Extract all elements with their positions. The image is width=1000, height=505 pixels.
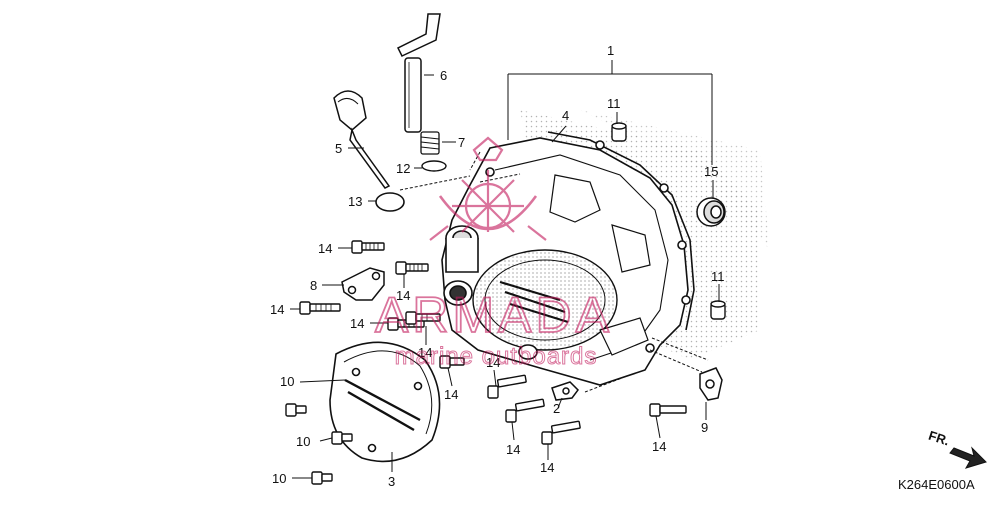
- watermark-logo: ARMADA marine outboards: [374, 136, 613, 371]
- callout-11-b: 11: [711, 269, 725, 284]
- direction-arrow-icon: FR.: [927, 428, 987, 469]
- callout-14-f: 14: [444, 387, 458, 402]
- callout-10-c: 10: [272, 471, 286, 486]
- bolt-icon: [405, 311, 441, 325]
- callout-13: 13: [348, 194, 362, 209]
- o-ring-part-13: [375, 192, 405, 212]
- callout-10-a: 10: [280, 374, 294, 389]
- diagram-code: K264E0600A: [898, 477, 975, 492]
- bracket-part-8: [341, 267, 385, 301]
- bolt-icon: [387, 317, 425, 331]
- fitting-part-9: [699, 367, 723, 401]
- dowel-pin-part-11-a: [611, 122, 627, 142]
- callout-8: 8: [310, 278, 317, 293]
- callout-14-c: 14: [270, 302, 284, 317]
- crankcase-cover: [441, 131, 695, 386]
- callout-14-d: 14: [350, 316, 364, 331]
- stipple-area: [580, 110, 770, 250]
- callout-4: 4: [562, 108, 569, 123]
- callout-14-i: 14: [540, 460, 554, 475]
- clutch-cover-part-3: [329, 341, 441, 463]
- callout-14-e: 14: [418, 345, 432, 360]
- bolt-icon: [351, 240, 385, 254]
- callout-11-a: 11: [607, 96, 621, 111]
- callout-10-b: 10: [296, 434, 310, 449]
- callout-1: 1: [607, 43, 614, 58]
- bolt-icon: [487, 374, 527, 399]
- callout-14-g: 14: [486, 355, 500, 370]
- bolt-icon: [541, 420, 581, 445]
- callout-2: 2: [553, 401, 560, 416]
- callout-9: 9: [701, 420, 708, 435]
- callout-15: 15: [704, 164, 718, 179]
- o-ring-part-12: [421, 160, 447, 172]
- bolt-icon: [311, 471, 333, 485]
- bolt-icon: [299, 301, 341, 315]
- bolt-icon: [505, 398, 545, 423]
- direction-label: FR.: [927, 428, 952, 449]
- callout-7: 7: [458, 135, 465, 150]
- bolt-icon: [649, 403, 687, 417]
- leader-lines: [290, 60, 720, 479]
- dipstick-part-5: [333, 90, 391, 189]
- callout-6: 6: [440, 68, 447, 83]
- callout-14-a: 14: [318, 241, 332, 256]
- watermark-tagline: marine outboards: [395, 343, 598, 370]
- callout-14-j: 14: [652, 439, 666, 454]
- watermark-brand: ARMADA: [375, 287, 613, 343]
- bolt-icon: [439, 355, 465, 369]
- clip-part-2: [551, 381, 579, 401]
- dowel-pin-part-11-b: [710, 300, 726, 320]
- callout-3: 3: [388, 474, 395, 489]
- callout-12: 12: [396, 161, 410, 176]
- callout-14-b: 14: [396, 288, 410, 303]
- shaft-part-6: [396, 13, 441, 133]
- bolt-icon: [285, 403, 307, 417]
- spring-part-7: [420, 131, 440, 155]
- bolt-icon: [395, 261, 429, 275]
- callout-5: 5: [335, 141, 342, 156]
- bearing-part-15: [696, 197, 726, 227]
- callout-14-h: 14: [506, 442, 520, 457]
